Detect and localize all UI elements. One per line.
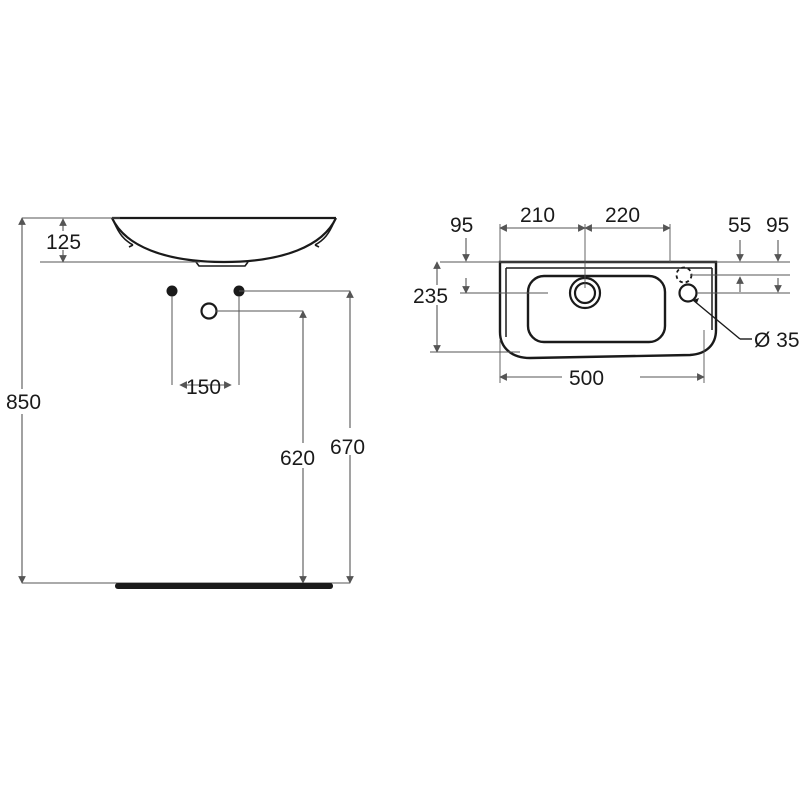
dim-label-125: 125 [46, 231, 81, 254]
dim-label-235: 235 [413, 285, 448, 308]
annotation-label-diameter: Ø 35 [754, 329, 800, 352]
dim-620-group: 620 [280, 310, 315, 584]
basin-elevation-outline [111, 216, 337, 267]
dim-label-55: 55 [728, 214, 751, 237]
plan-outer-rim [498, 260, 718, 360]
dim-label-850: 850 [6, 391, 41, 414]
floor-bar [115, 583, 333, 589]
dim-label-220: 220 [605, 204, 640, 227]
basin-left-taper-tip [128, 244, 134, 248]
basin-right-taper [314, 221, 335, 246]
basin-left-taper [113, 221, 134, 246]
plan-inner-bowl [526, 274, 667, 344]
dim-220-group: 220 [584, 204, 671, 262]
dim-label-210: 210 [520, 204, 555, 227]
dim-label-500: 500 [569, 367, 604, 390]
plan-view-group: Ø 35 95 210 220 55 [413, 204, 800, 390]
tap-hole-circle [678, 283, 698, 303]
dim-label-95-right: 95 [766, 214, 789, 237]
dim-55-group: 55 [690, 214, 790, 292]
dim-label-95-left: 95 [450, 214, 473, 237]
tap-hole-diameter-leader: Ø 35 [692, 298, 800, 352]
basin-foot-detail [195, 261, 249, 267]
dim-125-group: 125 [40, 218, 200, 263]
dim-label-620: 620 [280, 447, 315, 470]
dim-210-group: 210 [499, 204, 586, 288]
dim-label-150: 150 [186, 376, 221, 399]
dim-label-670: 670 [330, 436, 365, 459]
elevation-view-group: 850 125 150 [6, 216, 365, 589]
diameter-leader-line [692, 299, 741, 340]
optional-tap-hole-dashed-circle [675, 266, 693, 284]
supply-point-left-dot [166, 285, 178, 297]
dim-850-group: 850 [6, 217, 350, 584]
basin-underside-curve [111, 217, 337, 264]
dim-500-group: 500 [499, 330, 705, 390]
elevation-service-points [166, 285, 350, 385]
dim-95-right-group: 95 [697, 214, 790, 294]
dim-235-group: 235 [413, 261, 548, 353]
dim-150-group: 150 [179, 376, 232, 399]
diameter-leader-arrow [693, 298, 699, 303]
waste-outlet-circle [200, 302, 218, 320]
basin-right-taper-tip [314, 244, 320, 248]
dim-670-group: 670 [330, 290, 365, 584]
dim-95-left-group: 95 [450, 214, 473, 262]
